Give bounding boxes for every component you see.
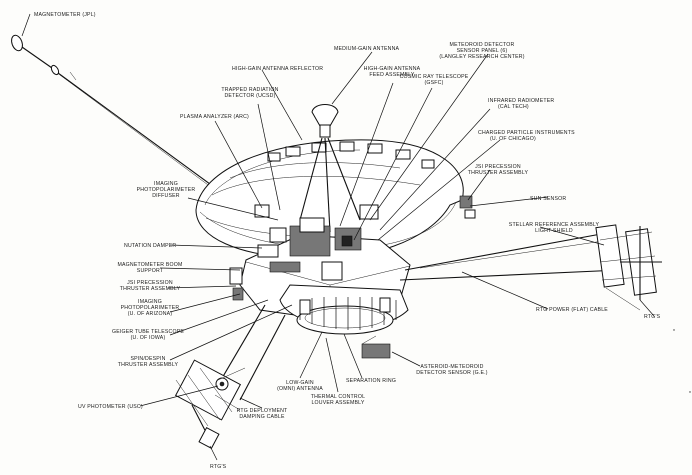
label-imaging-2: PHOTOPOLARIMETER: [121, 305, 180, 311]
label-rtg-power: RTG POWER (FLAT) CABLE: [536, 307, 608, 313]
label-rtg-deploy-1: RTG DEPLOYMENT: [237, 408, 288, 414]
label-jsi-top-2: THRUSTER ASSEMBLY: [468, 170, 529, 176]
label-geiger-2: (U. OF IOWA): [131, 335, 166, 341]
label-rtgs-right: RTG'S: [644, 314, 661, 320]
rtg-boom-right: [399, 224, 662, 311]
label-hg-feed-2: FEED ASSEMBLY: [369, 72, 415, 78]
label-nutation-damper: NUTATION DAMPER: [124, 243, 176, 249]
label-jsi-top-1: JSI PRECESSION: [475, 164, 521, 170]
rtg-boom-left: [174, 267, 286, 450]
label-uv-photometer: UV PHOTOMETER (USC): [78, 404, 143, 410]
label-stellar-2: LIGHT SHIELD: [535, 228, 573, 234]
label-asteroid-2: DETECTOR SENSOR (G.E.): [416, 370, 488, 376]
label-jsi-left-2: THRUSTER ASSEMBLY: [120, 286, 181, 292]
label-plasma: PLASMA ANALYZER (ARC): [180, 114, 249, 120]
label-trapped-2: DETECTOR (UCSD): [224, 93, 275, 99]
label-diffuser-2: PHOTOPOLARIMETER: [137, 187, 196, 193]
label-jsi-left-1: JSI PRECESSION: [127, 280, 173, 286]
label-mag-boom-2: SUPPORT: [137, 268, 164, 274]
label-diffuser-1: IMAGING: [154, 181, 178, 187]
label-cosmic-1: COSMIC RAY TELESCOPE: [400, 74, 469, 80]
louver-ring: [279, 284, 409, 359]
label-infrared-1: INFRARED RADIOMETER: [488, 98, 554, 104]
label-stellar-1: STELLAR REFERENCE ASSEMBLY: [509, 222, 600, 228]
label-meteoroid-3: (LANGLEY RESEARCH CENTER): [439, 54, 524, 60]
label-charged-2: (U. OF CHICAGO): [490, 136, 536, 142]
label-hg-reflector: HIGH-GAIN ANTENNA REFLECTOR: [232, 66, 323, 72]
label-asteroid-1: ASTEROID-METEOROID: [420, 364, 483, 370]
label-imaging-1: IMAGING: [138, 299, 162, 305]
label-diffuser-3: DIFFUSER: [152, 193, 180, 199]
label-spin-2: THRUSTER ASSEMBLY: [118, 362, 179, 368]
label-magnetometer: MAGNETOMETER (JPL): [34, 12, 96, 18]
label-separation-ring: SEPARATION RING: [346, 378, 396, 384]
label-thermal-1: THERMAL CONTROL: [311, 394, 365, 400]
label-meteoroid-1: METEOROID DETECTOR: [450, 42, 515, 48]
label-trapped-1: TRAPPED RADIATION: [221, 87, 278, 93]
label-rtgs-bottom: RTG'S: [210, 464, 227, 470]
label-medium-gain: MEDIUM-GAIN ANTENNA: [334, 46, 400, 52]
label-spin-1: SPIN/DESPIN: [130, 356, 165, 362]
label-low-gain-2: (OMNI) ANTENNA: [277, 386, 323, 392]
label-hg-feed-1: HIGH-GAIN ANTENNA: [364, 66, 421, 72]
callout-labels: MAGNETOMETER (JPL) HIGH-GAIN ANTENNA REF…: [34, 12, 661, 470]
label-charged-1: CHARGED PARTICLE INSTRUMENTS: [478, 130, 575, 136]
label-mag-boom-1: MAGNETOMETER BOOM: [118, 262, 183, 268]
label-thermal-2: LOUVER ASSEMBLY: [311, 400, 364, 406]
leader-lines: [21, 13, 655, 461]
label-low-gain-1: LOW-GAIN: [286, 380, 314, 386]
label-imaging-3: (U. OF ARIZONA): [128, 311, 173, 317]
label-geiger-1: GEIGER TUBE TELESCOPE: [112, 329, 184, 335]
label-meteoroid-2: SENSOR PANEL (6): [457, 48, 508, 54]
label-cosmic-2: (GSFC): [424, 80, 443, 86]
label-infrared-2: (CAL TECH): [498, 104, 529, 110]
label-sun-sensor: SUN SENSOR: [530, 196, 566, 202]
label-rtg-deploy-2: DAMPING CABLE: [239, 414, 285, 420]
